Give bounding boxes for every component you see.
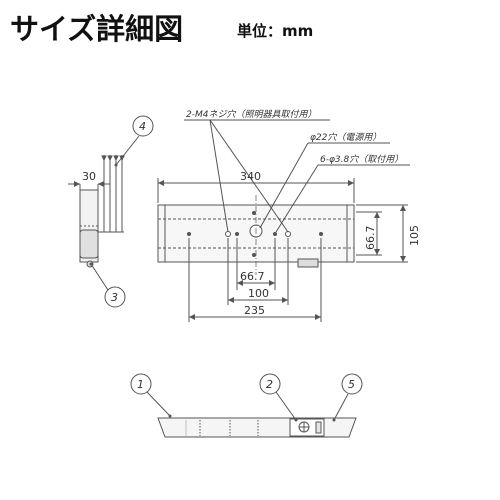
side-view [68, 155, 125, 268]
pitch-small-value: 66.7 [240, 270, 265, 283]
note-leaders [184, 119, 410, 233]
front-view [157, 119, 410, 322]
callout-1-number: 1 [137, 378, 144, 391]
callout-1: 1 [130, 373, 172, 418]
pitch-large-value: 235 [244, 304, 265, 317]
mount-holes-note: 6-φ3.8穴（取付用） [320, 154, 403, 165]
callout-5: 5 [332, 373, 363, 422]
bottom-view [157, 417, 357, 438]
width-total-dimension [157, 178, 355, 203]
height-inner-value: 66.7 [364, 226, 377, 251]
side-bracket [79, 229, 99, 259]
callout-4: 4 [114, 115, 154, 167]
side-depth-value: 30 [82, 170, 96, 183]
screw-hole-note: 2-M4ネジ穴（照明器具取付用） [186, 109, 316, 120]
height-total-value: 105 [408, 225, 421, 246]
bottom-body [157, 417, 357, 438]
side-depth-dimension [68, 181, 110, 192]
callout-4-number: 4 [139, 120, 146, 133]
callout-5-number: 5 [348, 378, 355, 391]
callout-2-number: 2 [266, 378, 273, 391]
cable-hole-note: φ22穴（電源用） [310, 132, 381, 143]
height-dimensions [356, 204, 408, 263]
mounting-holes [187, 211, 323, 257]
screw-hole-right [285, 231, 291, 237]
callout-3-number: 3 [111, 291, 118, 304]
width-total-value: 340 [240, 170, 261, 183]
lead-wires [98, 155, 125, 233]
unit-label: 単位：mm [237, 22, 314, 40]
callout-2: 2 [259, 373, 298, 422]
bottom-plug [297, 258, 319, 268]
pitch-dimensions [188, 238, 322, 322]
page-title: サイズ詳細図 [10, 12, 184, 46]
pitch-mid-value: 100 [248, 287, 269, 300]
screw-hole-left [225, 231, 231, 237]
callout-3: 3 [89, 262, 126, 308]
